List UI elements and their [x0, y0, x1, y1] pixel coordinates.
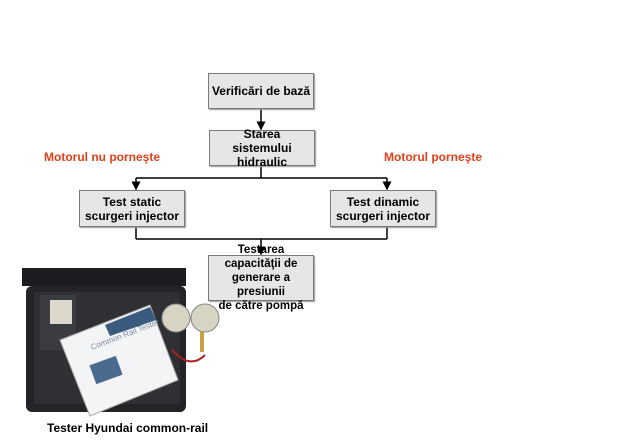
node-hydraulic-state: Starea sistemului hidraulic: [209, 127, 315, 169]
branch-label-engine-starting: Motorul porneşte: [384, 150, 482, 164]
photo-caption: Tester Hyundai common-rail: [47, 421, 209, 435]
node-static-test: Test static scurgeri injector: [79, 190, 185, 227]
node-pump-test: Testarea capacităţii de generare a presi…: [208, 244, 314, 312]
node-dynamic-test: Test dinamic scurgeri injector: [330, 190, 436, 227]
node-basic-checks: Verificări de bază: [208, 73, 314, 109]
tester-case-photo: Common Rail Tester: [22, 268, 220, 417]
branch-label-engine-not-starting: Motorul nu porneşte: [44, 150, 160, 164]
